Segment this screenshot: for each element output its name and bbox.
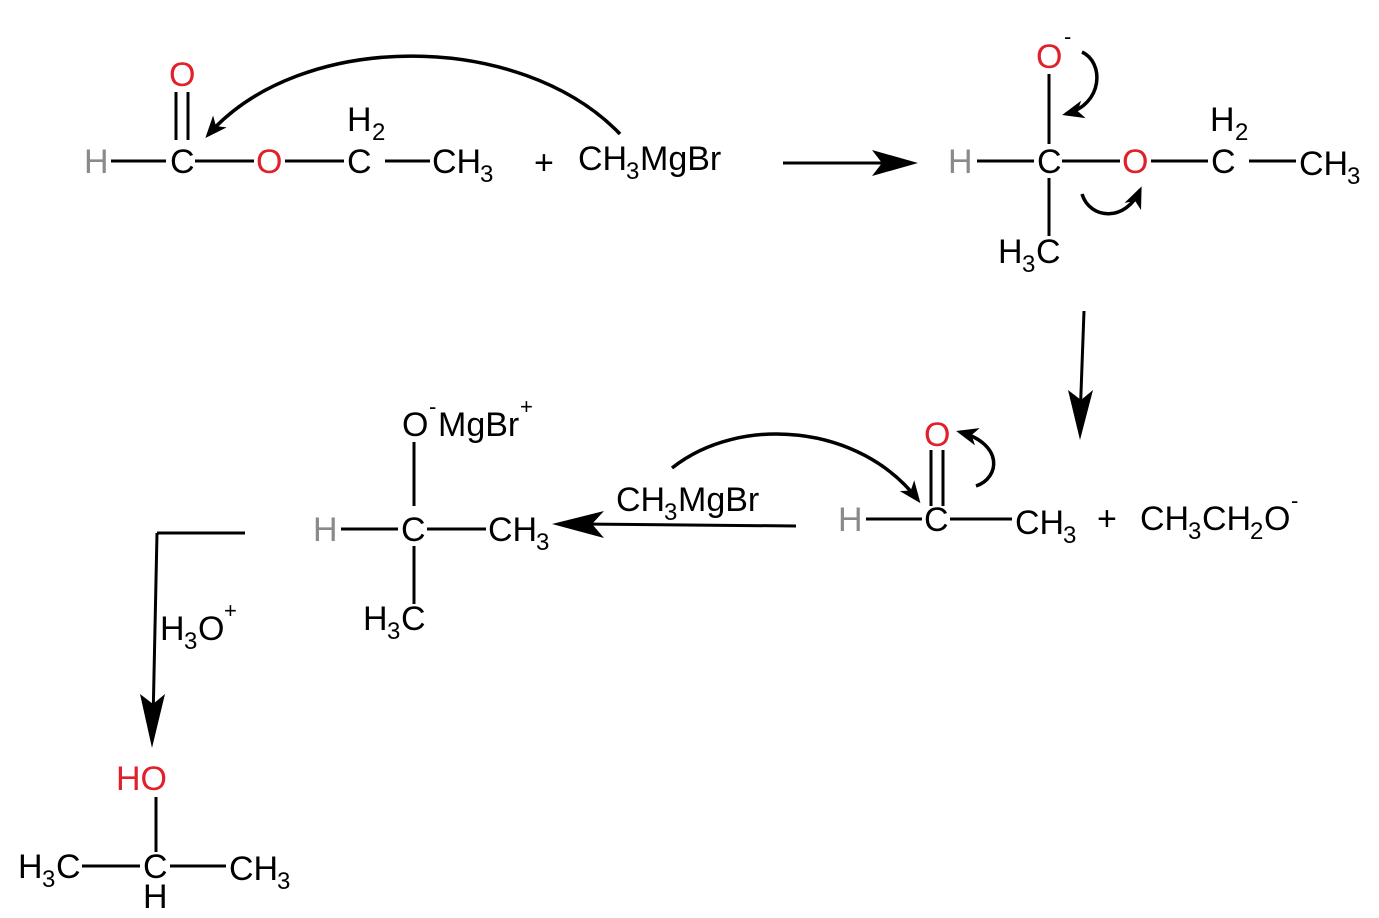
arrowhead [140, 694, 165, 748]
subscript: 3 [1347, 163, 1360, 190]
ethoxide: CH 3 CH 2 O - [1140, 488, 1298, 545]
charge-plus: + [520, 394, 533, 419]
subscript: 3 [1063, 522, 1076, 549]
subscript: 3 [387, 618, 400, 645]
subscript: 2 [1250, 518, 1263, 545]
curved-electron-arrow [205, 54, 622, 139]
atom-h: H [1210, 101, 1235, 139]
atom-ch: CH [1015, 504, 1064, 542]
subscript: 3 [1188, 518, 1201, 545]
atom-c: C [170, 143, 195, 181]
atom-ch: CH [1299, 145, 1348, 183]
atom-c: C [56, 848, 81, 886]
subscript: 3 [664, 499, 677, 526]
atom-ch: CH [488, 511, 537, 549]
reaction-arrow [579, 522, 797, 528]
isopropanol: HO H 3 C C H CH 3 [18, 760, 290, 916]
subscript: 3 [1022, 251, 1035, 278]
charge-minus: - [1064, 24, 1071, 49]
atom-ch: CH [432, 143, 481, 181]
atom-ch: CH [229, 850, 278, 888]
plus-sign: + [1097, 500, 1117, 538]
subscript: 3 [480, 161, 493, 188]
reagent-ch: CH [616, 481, 665, 519]
subscript: 2 [372, 119, 385, 146]
curved-electron-arrow [1080, 186, 1142, 216]
atom-h: H [948, 143, 973, 181]
acid-o: O [198, 610, 224, 648]
curved-electron-arrow [670, 432, 921, 504]
ethoxide-ch2: CH [1202, 500, 1251, 538]
arrowhead [1068, 390, 1093, 440]
atom-c: C [143, 848, 168, 886]
omgbr-o: O [402, 406, 428, 444]
atom-o: O [1122, 143, 1148, 181]
subscript: 2 [1235, 119, 1248, 146]
reagent-ch: CH [578, 140, 627, 178]
atom-o: O [256, 143, 282, 181]
atom-h: H [998, 233, 1023, 271]
atom-h: H [347, 101, 372, 139]
plus-sign: + [534, 144, 554, 182]
atom-ho: HO [116, 760, 167, 798]
curved-electron-arrow [1062, 50, 1099, 119]
atom-h: H [838, 501, 863, 539]
curved-electron-arrow [956, 428, 996, 488]
atom-h: H [313, 511, 338, 549]
atom-c: C [924, 501, 949, 539]
arrowhead [552, 511, 604, 538]
reagent-label-acid: H 3 O + [160, 598, 237, 655]
charge-minus: - [1291, 488, 1298, 513]
atom-c: C [347, 143, 372, 181]
reagent-mgbr: MgBr [640, 140, 721, 178]
atom-o: O [924, 416, 950, 454]
atom-h: H [18, 848, 43, 886]
atom-c: C [1211, 143, 1236, 181]
subscript: 3 [184, 628, 197, 655]
ethyl-formate: H C O O C H 2 CH 3 [84, 56, 493, 188]
atom-h: H [143, 878, 168, 916]
magnesium-alkoxide: O - MgBr + H C CH 3 H 3 C [313, 394, 549, 645]
atom-h: H [363, 600, 388, 638]
subscript: 3 [626, 158, 639, 185]
grignard-reagent: CH 3 MgBr [578, 140, 721, 185]
subscript: 3 [277, 868, 290, 895]
atom-h: H [84, 143, 109, 181]
charge-plus: + [224, 598, 237, 623]
ethoxide-ch3: CH [1140, 500, 1189, 538]
atom-c: C [1037, 143, 1062, 181]
atom-c: C [401, 511, 426, 549]
atom-c: C [401, 600, 426, 638]
ethoxide-o: O [1264, 500, 1290, 538]
subscript: 3 [536, 529, 549, 556]
omgbr-mgbr: MgBr [438, 406, 519, 444]
charge-minus: - [429, 394, 436, 419]
atom-c: C [1036, 233, 1061, 271]
atom-o: O [169, 56, 195, 94]
reagent-label-grignard: CH 3 MgBr [616, 481, 759, 526]
arrowhead [872, 150, 918, 176]
atom-o: O [1036, 38, 1062, 76]
subscript: 3 [42, 866, 55, 893]
tetrahedral-intermediate: O - H C O C H 2 CH 3 H 3 C [948, 24, 1360, 278]
reaction-arrow [151, 532, 159, 723]
reagent-mgbr: MgBr [678, 481, 759, 519]
acid-h: H [160, 610, 185, 648]
acetaldehyde: O H C CH 3 [838, 416, 1076, 549]
